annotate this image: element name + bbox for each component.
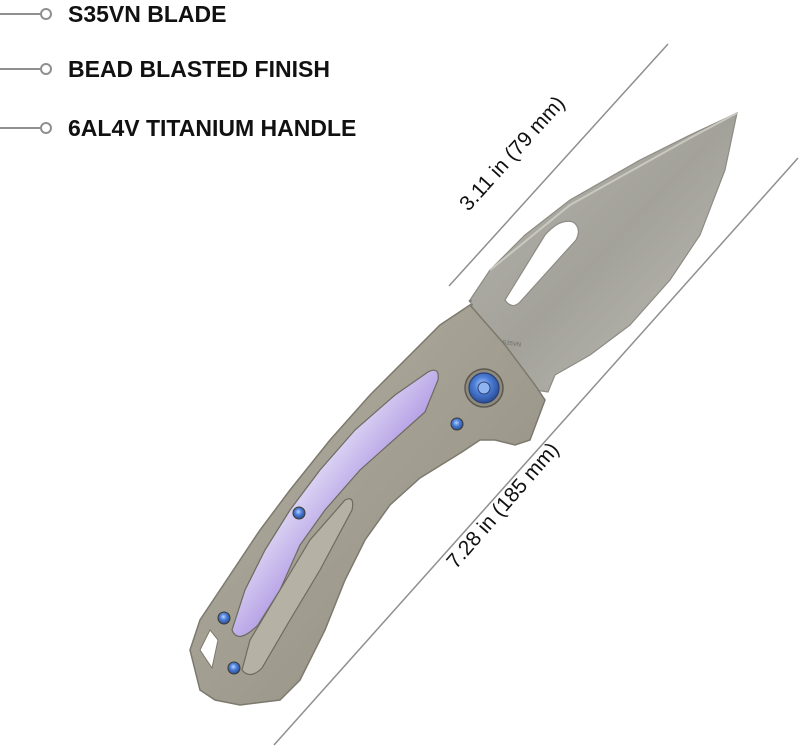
handle xyxy=(189,304,546,706)
screw-icon xyxy=(217,611,231,625)
screw-icon xyxy=(292,506,306,520)
feature-leader-line xyxy=(0,68,40,70)
feature-leader-line xyxy=(0,13,40,15)
feature-leader-dot xyxy=(40,122,52,134)
blade-length-guide-line xyxy=(448,43,669,287)
handle-inlay xyxy=(231,369,439,637)
feature-leader-dot xyxy=(40,8,52,20)
screw-icon xyxy=(227,661,241,675)
thumb-hole xyxy=(504,220,579,307)
feature-label: BEAD BLASTED FINISH xyxy=(68,56,330,82)
pocket-clip xyxy=(241,498,354,676)
overall-length-guide-line xyxy=(273,157,799,746)
feature-leader-line xyxy=(0,127,40,129)
feature-label: S35VN BLADE xyxy=(68,1,227,27)
screw-icon xyxy=(450,417,464,431)
feature-leader-dot xyxy=(40,63,52,75)
blade-engraving: S35VN xyxy=(502,340,522,349)
feature-label: 6AL4V TITANIUM HANDLE xyxy=(68,115,357,141)
